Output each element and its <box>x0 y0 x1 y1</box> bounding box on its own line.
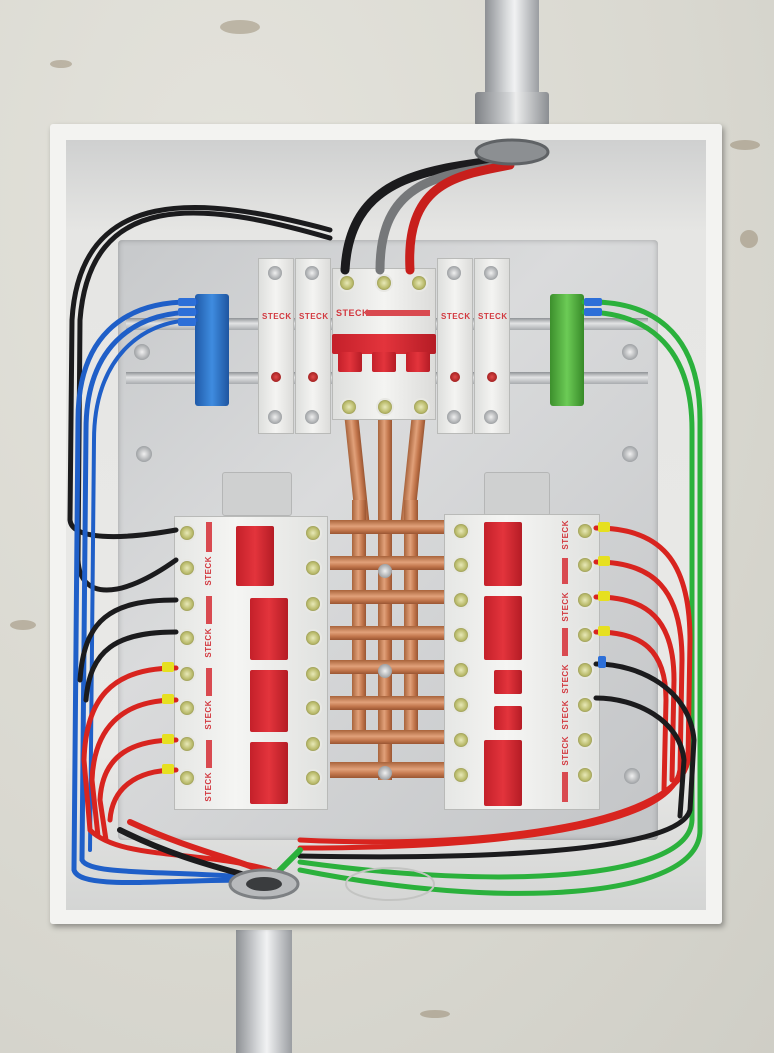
main-breaker-toggle[interactable] <box>332 334 436 354</box>
copper-comb-bar <box>330 520 444 534</box>
breaker-toggle[interactable] <box>494 670 522 694</box>
wall-stain <box>740 230 758 248</box>
surge-indicator-light <box>271 372 281 382</box>
top-conduit-coupling <box>475 92 549 126</box>
wall-stain <box>10 620 36 630</box>
backplate-screw <box>622 344 638 360</box>
copper-comb-bar <box>330 556 444 570</box>
knockout <box>345 867 435 901</box>
surge-indicator-light <box>487 372 497 382</box>
backplate-screw <box>134 344 150 360</box>
bottom-conduit <box>236 930 292 1053</box>
backplate-screw <box>136 446 152 462</box>
breaker-toggle[interactable] <box>484 596 522 660</box>
breaker-toggle[interactable] <box>484 740 522 806</box>
copper-comb-bar <box>330 730 444 744</box>
wall-stain <box>220 20 260 34</box>
incoming-red-wire <box>405 160 515 275</box>
surge-indicator-light <box>308 372 318 382</box>
breaker-toggle[interactable] <box>250 670 288 732</box>
ground-busbar <box>550 294 584 406</box>
surge-indicator-light <box>450 372 460 382</box>
din-rail-bracket <box>484 472 550 516</box>
breaker-toggle[interactable] <box>494 706 522 730</box>
copper-comb-bar <box>330 696 444 710</box>
breaker-toggle[interactable] <box>250 598 288 660</box>
top-conduit <box>485 0 539 100</box>
backplate-screw <box>624 768 640 784</box>
breaker-toggle[interactable] <box>250 742 288 804</box>
top-grommet <box>474 138 550 166</box>
breaker-toggle[interactable] <box>236 526 274 586</box>
wall-stain <box>420 1010 450 1018</box>
neutral-busbar <box>195 294 229 406</box>
din-rail-bracket <box>222 472 292 516</box>
breaker-toggle[interactable] <box>484 522 522 586</box>
copper-comb-bar <box>330 590 444 604</box>
backplate-screw <box>622 446 638 462</box>
wall-stain <box>730 140 760 150</box>
wall-stain <box>50 60 72 68</box>
copper-comb-bar <box>330 626 444 640</box>
incoming-black-wire <box>340 155 505 275</box>
